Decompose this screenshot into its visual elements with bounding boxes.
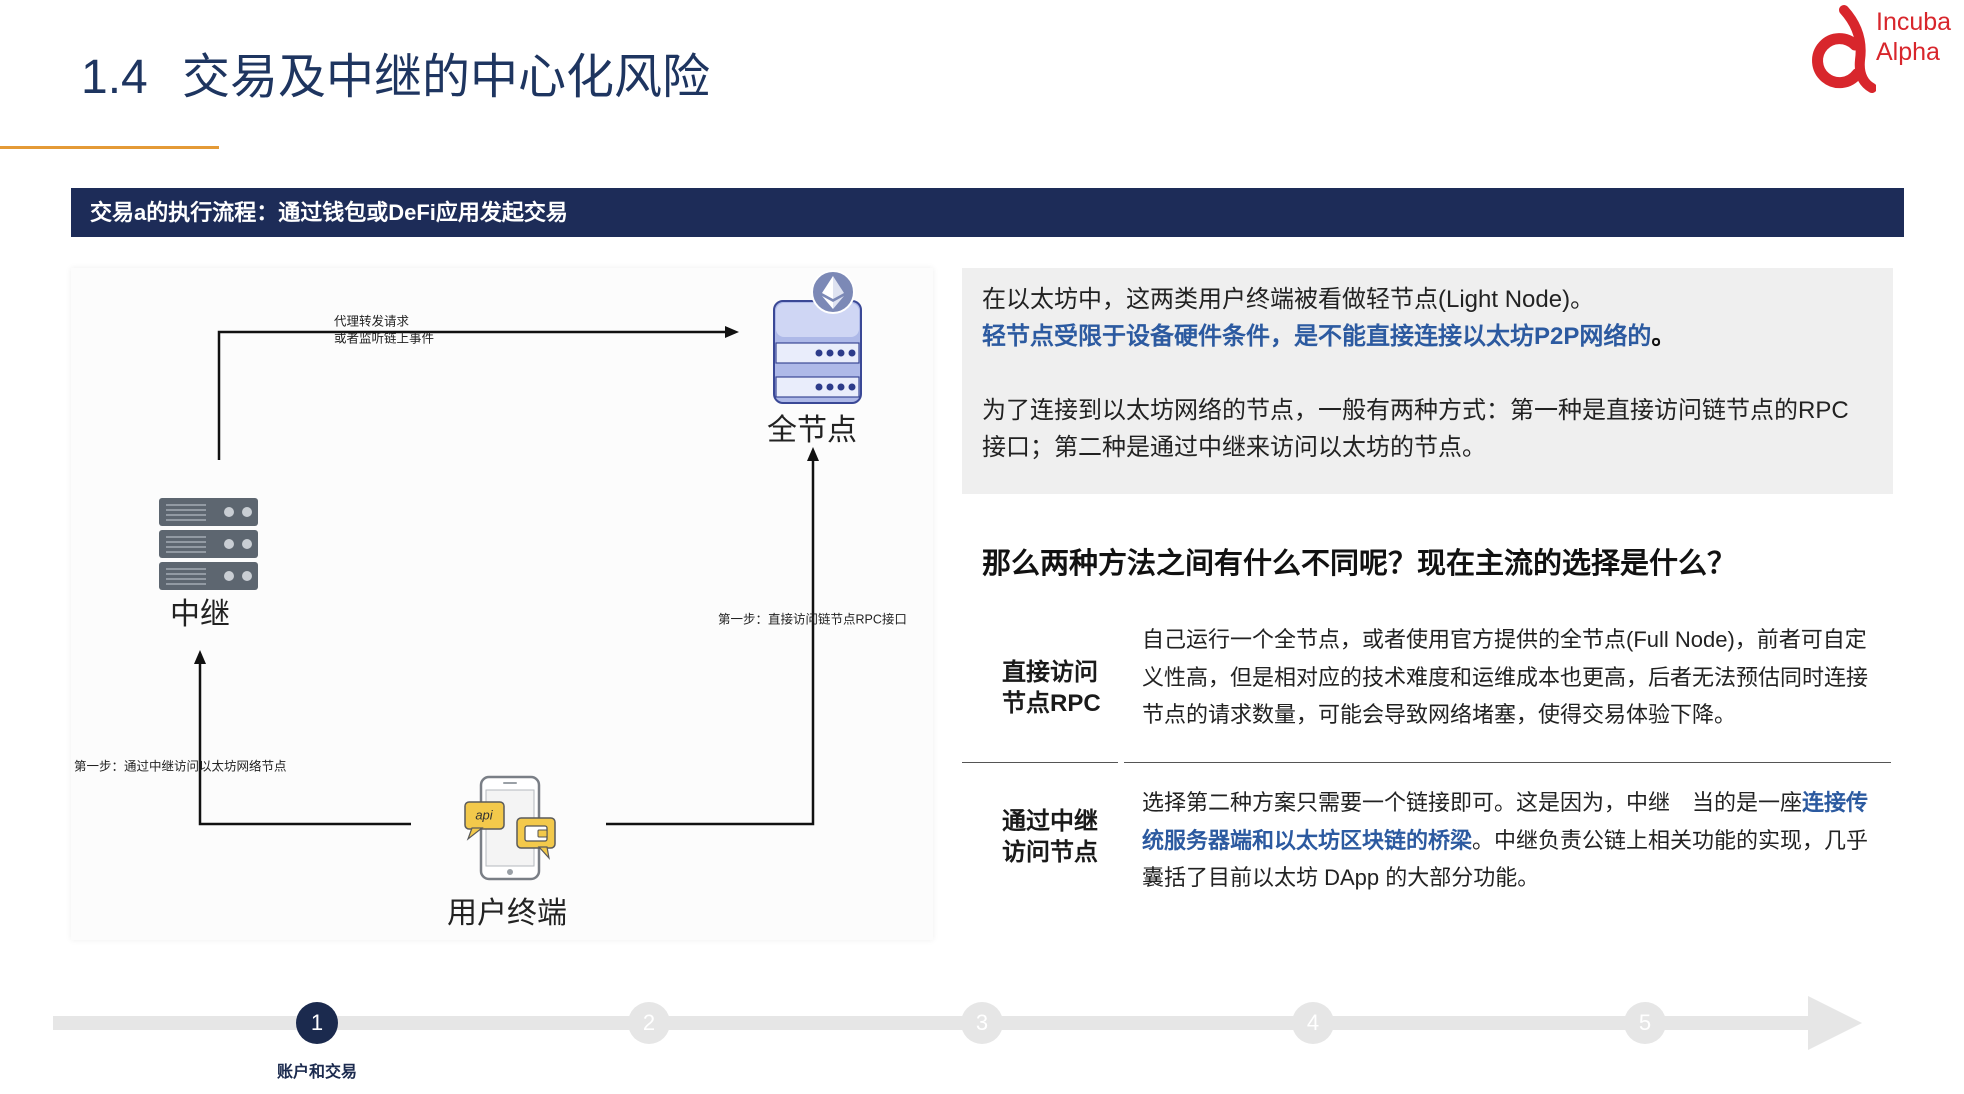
intro-panel: 在以太坊中，这两类用户终端被看做轻节点(Light Node)。 轻节点受限于设…: [962, 268, 1893, 494]
desc-emphasis: 统服务器端和以太坊区块链的桥梁: [1142, 827, 1473, 853]
node-label-full-node: 全节点: [767, 414, 857, 447]
progress-step-5: 5: [1624, 1002, 1666, 1044]
progress-step-3: 3: [961, 1002, 1003, 1044]
section-number: 1.4: [81, 51, 148, 104]
desc-segment: 。中继负责公链上相关功能的实现，几乎: [1472, 827, 1869, 853]
row-label-line: 访问节点: [1002, 839, 1098, 866]
edge-terminal-to-relay: [198, 663, 411, 826]
arrowhead-up-icon: [194, 650, 206, 664]
progress-arrow-icon: [1808, 996, 1862, 1050]
title-underline: [0, 146, 219, 149]
incuba-alpha-logo: Incuba Alpha: [1800, 4, 1960, 94]
question-heading: 那么两种方法之间有什么不同呢？现在主流的选择是什么？: [982, 548, 1737, 580]
edge-label-relay-line1: 代理转发请求: [334, 313, 410, 328]
row-label-line: 通过中继: [1002, 808, 1098, 835]
edge-label-via-relay: 第一步：通过中继访问以太坊网络节点: [74, 758, 287, 773]
desc-segment: 义性高，但是相对应的技术难度和运维成本也更高，后者无法预估同时连接: [1142, 664, 1869, 690]
desc-line: 统服务器端和以太坊区块链的桥梁。中继负责公链上相关功能的实现，几乎: [1142, 822, 1868, 860]
desc-line: 义性高，但是相对应的技术难度和运维成本也更高，后者无法预估同时连接: [1142, 659, 1868, 697]
logo-text-line2: Alpha: [1876, 38, 1940, 66]
row-desc-via-relay: 选择第二种方案只需要一个链接即可。这是因为，中继 当的是一座连接传 统服务器端和…: [1142, 784, 1868, 897]
section-title: 交易及中继的中心化风险: [182, 51, 711, 104]
progress-track: [53, 1016, 1813, 1030]
server-rack-icon: [159, 498, 258, 590]
row-desc-direct-rpc: 自己运行一个全节点，或者使用官方提供的全节点(Full Node)，前者可自定 …: [1142, 621, 1868, 734]
row-label-line: 节点RPC: [1002, 690, 1101, 717]
node-label-user-terminal: 用户终端: [447, 897, 567, 930]
slide-title: 1.4 交易及中继的中心化风险: [81, 48, 710, 108]
desc-segment: 节点的请求数量，可能会导致网络堵塞，使得交易体验下降。: [1142, 702, 1737, 727]
row-label-direct-rpc: 直接访问 节点RPC: [1002, 657, 1101, 719]
progress-step-2: 2: [628, 1002, 670, 1044]
table-divider: [962, 762, 1118, 763]
arrowhead-up-icon: [807, 447, 819, 461]
intro-emphasis-end: 。: [1651, 323, 1676, 350]
desc-emphasis: 连接传: [1802, 790, 1869, 815]
progress-step-1: 1: [296, 1002, 338, 1044]
edge-relay-to-full-node: [217, 330, 727, 460]
mobile-api-icon: api: [464, 775, 556, 881]
desc-line: 节点的请求数量，可能会导致网络堵塞，使得交易体验下降。: [1142, 696, 1868, 734]
intro-emphasis: 轻节点受限于设备硬件条件，是不能直接连接以太坊P2P网络的: [982, 323, 1652, 350]
desc-segment: 囊括了目前以太坊 DApp 的大部分功能。: [1142, 865, 1540, 890]
progress-step-label: 账户和交易: [276, 1064, 357, 1081]
edge-label-direct-rpc: 第一步：直接访问链节点RPC接口: [718, 611, 907, 626]
desc-segment: 选择第二种方案只需要一个链接即可。这是因为，中继 当的是一座: [1142, 790, 1803, 815]
table-divider: [1124, 762, 1891, 763]
intro-para-line1: 为了连接到以太坊网络的节点，一般有两种方式：第一种是直接访问链节点的RPC: [982, 397, 1849, 424]
api-badge-text: api: [475, 807, 493, 822]
node-label-relay: 中继: [170, 598, 230, 631]
intro-line2: 轻节点受限于设备硬件条件，是不能直接连接以太坊P2P网络的。: [982, 318, 1893, 355]
arrowhead-right-icon: [725, 326, 739, 338]
progress-step-4: 4: [1292, 1002, 1334, 1044]
edge-label-relay-line2: 或者监听链上事件: [334, 330, 434, 345]
ethereum-server-icon: [773, 270, 862, 404]
intro-spacer: [982, 355, 1893, 392]
edge-terminal-to-full-node: [606, 460, 815, 826]
desc-line: 选择第二种方案只需要一个链接即可。这是因为，中继 当的是一座连接传: [1142, 784, 1868, 822]
row-label-via-relay: 通过中继 访问节点: [1002, 806, 1098, 868]
desc-line: 自己运行一个全节点，或者使用官方提供的全节点(Full Node)，前者可自定: [1142, 621, 1868, 659]
intro-line1: 在以太坊中，这两类用户终端被看做轻节点(Light Node)。: [982, 286, 1595, 313]
desc-line: 囊括了目前以太坊 DApp 的大部分功能。: [1142, 859, 1868, 897]
section-banner: 交易a的执行流程：通过钱包或DeFi应用发起交易: [71, 188, 1904, 237]
intro-para-line2: 接口；第二种是通过中继来访问以太坊的节点。: [982, 434, 1486, 461]
logo-mark-icon: [1812, 5, 1877, 93]
desc-segment: 自己运行一个全节点，或者使用官方提供的全节点(Full Node)，前者可自定: [1142, 627, 1867, 652]
logo-text-line1: Incuba: [1876, 8, 1952, 36]
flow-diagram: 代理转发请求 或者监听链上事件 第一步：直接访问链节点RPC接口 第一步：通过中…: [71, 268, 933, 940]
row-label-line: 直接访问: [1002, 659, 1098, 686]
flow-diagram-canvas: 代理转发请求 或者监听链上事件 第一步：直接访问链节点RPC接口 第一步：通过中…: [74, 270, 907, 930]
